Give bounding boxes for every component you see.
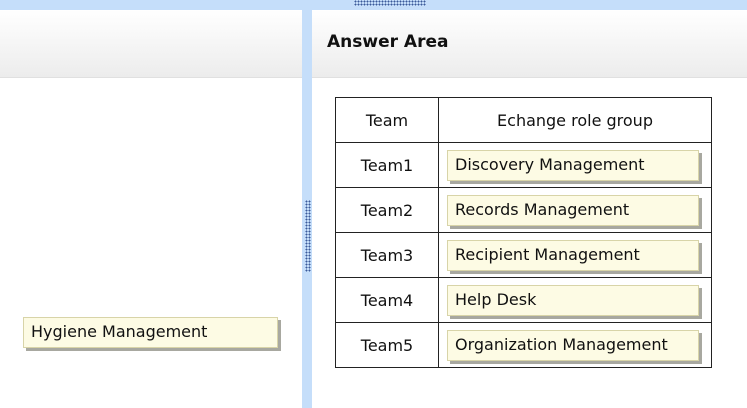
source-panel-header (0, 10, 302, 78)
vertical-resize-handle[interactable] (305, 200, 311, 272)
header-role-group: Echange role group (438, 97, 712, 143)
table-header-row: Team Echange role group (335, 97, 712, 143)
role-tile[interactable]: Discovery Management (447, 149, 699, 181)
team-cell: Team3 (335, 232, 439, 278)
team-cell: Team2 (335, 187, 439, 233)
answer-area-title: Answer Area (327, 32, 449, 52)
role-tile[interactable]: Records Management (447, 194, 699, 226)
role-tile[interactable]: Recipient Management (447, 239, 699, 271)
role-tile[interactable]: Organization Management (447, 329, 699, 361)
team-cell: Team4 (335, 277, 439, 323)
header-team: Team (335, 97, 439, 143)
horizontal-resize-handle[interactable] (354, 0, 426, 6)
role-tile[interactable]: Help Desk (447, 284, 699, 316)
team-cell: Team1 (335, 142, 439, 188)
answer-area-header (312, 10, 747, 78)
team-cell: Team5 (335, 322, 439, 368)
source-tile-hygiene-management[interactable]: Hygiene Management (23, 317, 278, 348)
